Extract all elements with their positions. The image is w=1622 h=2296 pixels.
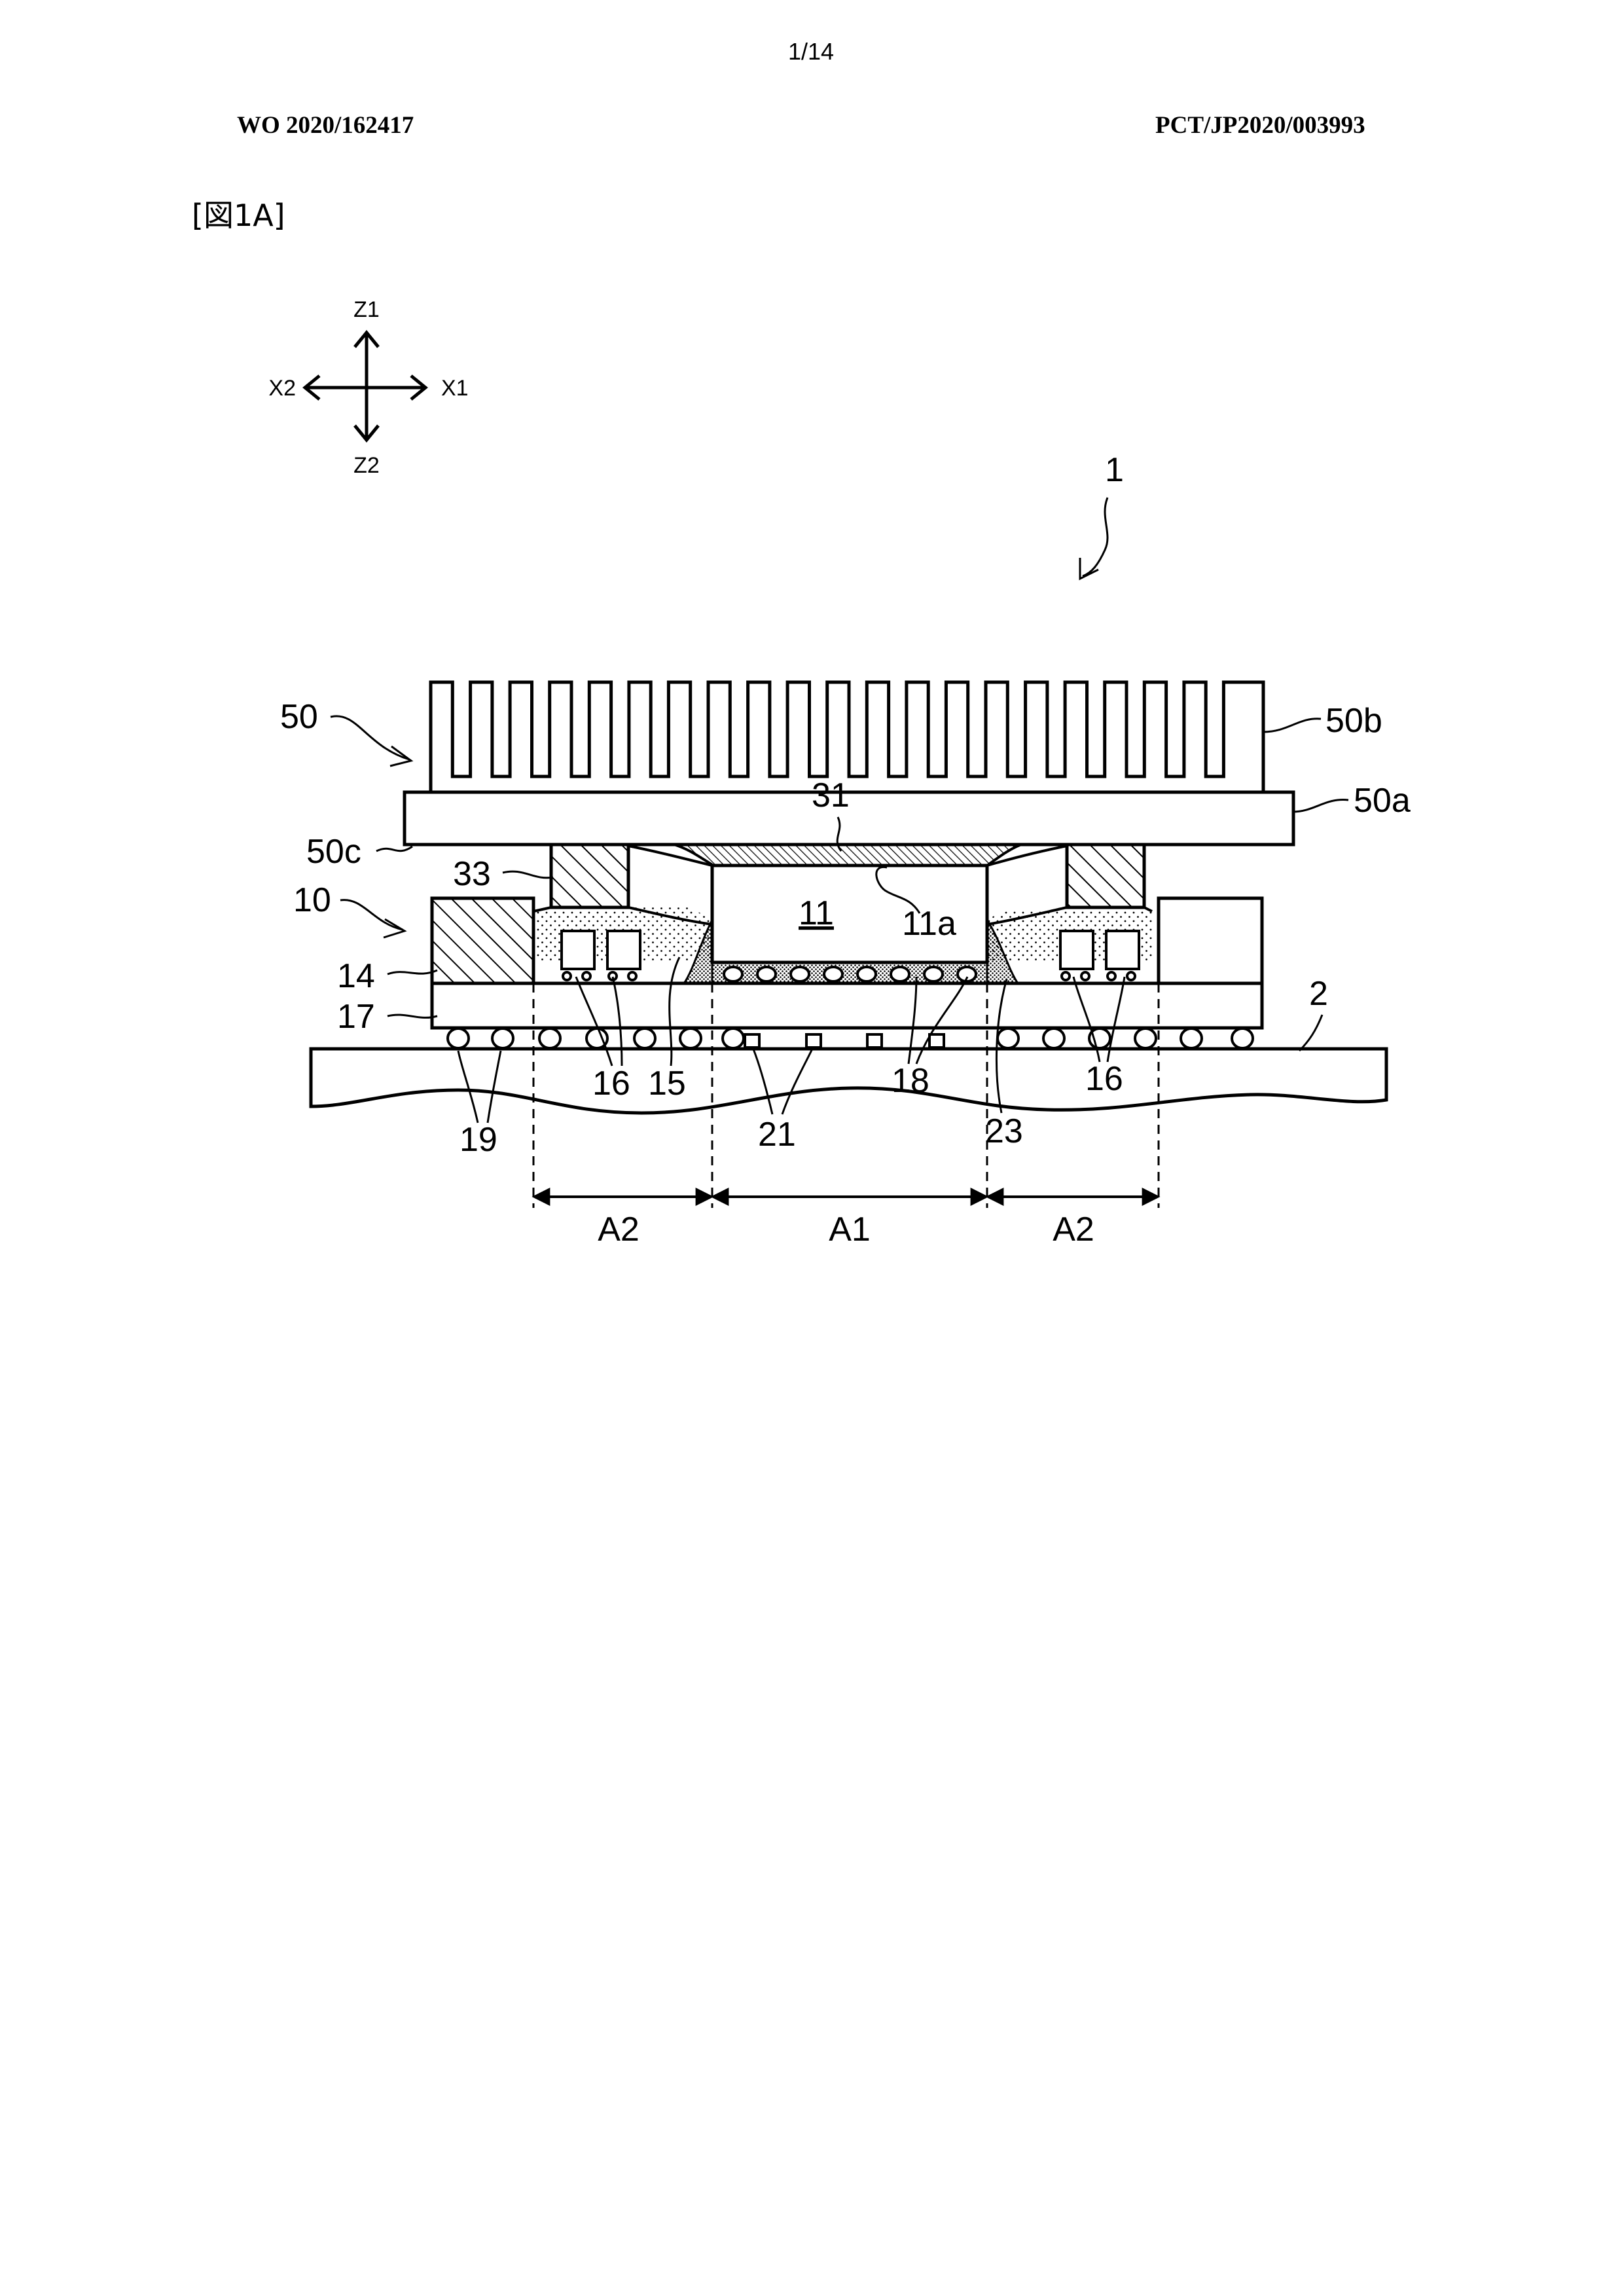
chip	[710, 864, 989, 964]
leader-package	[340, 899, 403, 931]
sealant-edge-right	[1144, 906, 1153, 913]
figure-label: [図1A]	[192, 198, 285, 233]
label-spacer: 33	[453, 855, 491, 893]
left-block	[430, 896, 535, 985]
board-ball	[538, 1027, 562, 1049]
publication-number: WO 2020/162417	[237, 112, 414, 139]
chip-bump	[856, 966, 877, 983]
chip-bump	[890, 966, 910, 983]
sealant-edge-left	[533, 906, 552, 913]
leader-spacer	[502, 870, 554, 879]
region-boundaries	[532, 983, 1160, 1208]
chip-bump	[756, 966, 777, 983]
chip-bump	[823, 966, 844, 983]
leader-left-block	[387, 969, 438, 975]
label-region-a2-left: A2	[598, 1211, 640, 1248]
label-tim: 31	[812, 776, 850, 814]
board-ball	[491, 1027, 514, 1049]
board-ball	[1231, 1027, 1254, 1049]
leader-board	[1298, 1014, 1324, 1052]
board-ball	[1180, 1027, 1203, 1049]
leader-components-left	[575, 976, 623, 1066]
label-substrate: 17	[337, 998, 375, 1036]
direction-indicator	[302, 330, 428, 443]
components-left	[560, 930, 641, 981]
label-chip: 11	[799, 894, 834, 932]
label-board: 2	[1309, 975, 1328, 1013]
mold-curve-right	[986, 845, 1068, 926]
label-chip-top: 11a	[902, 905, 956, 943]
board-ball	[446, 1027, 470, 1049]
leader-base-bottom	[376, 845, 413, 852]
board-balls	[446, 1027, 1254, 1049]
board-ball	[1134, 1027, 1157, 1049]
leader-components-right	[1072, 976, 1126, 1063]
label-base-bottom: 50c	[306, 833, 361, 871]
heat-sink-fins	[429, 680, 1265, 792]
leader-heat-sink	[330, 715, 410, 761]
label-components-right: 16	[1085, 1060, 1123, 1098]
label-device: 1	[1105, 451, 1124, 489]
mold-curve-left	[628, 845, 713, 926]
thermal-interface-material	[674, 843, 1022, 867]
board-ball	[679, 1027, 702, 1049]
board-pads	[744, 1033, 945, 1049]
label-region-a1: A1	[829, 1211, 871, 1248]
leader-underfill-region	[668, 957, 681, 1066]
board-ball	[996, 1027, 1020, 1049]
label-board-balls: 19	[460, 1121, 497, 1159]
label-underfill-region: 15	[648, 1065, 686, 1102]
label-left-block: 14	[337, 957, 375, 995]
leader-device	[1082, 497, 1109, 577]
application-number: PCT/JP2020/003993	[1155, 112, 1365, 139]
leader-base-plate	[1292, 799, 1349, 813]
label-package: 10	[293, 881, 331, 919]
chip-bump-layer	[712, 962, 987, 983]
label-base-plate: 50a	[1354, 782, 1411, 820]
spacer-left	[549, 843, 630, 909]
chip-bump	[923, 966, 944, 983]
label-heat-sink: 50	[280, 698, 318, 736]
leader-fins	[1263, 718, 1322, 733]
chip-bump	[956, 966, 977, 983]
axis-label-z2: Z2	[353, 453, 380, 478]
leader-tim	[836, 816, 842, 852]
axis-label-x2: X2	[268, 376, 296, 401]
chip-bump	[789, 966, 810, 983]
leader-board-balls	[457, 1050, 502, 1123]
leader-chip-bumps	[907, 976, 969, 1065]
label-fins: 50b	[1325, 702, 1382, 740]
leader-chip-top	[875, 866, 921, 914]
chip-bumps	[723, 966, 977, 983]
board-ball	[721, 1027, 745, 1049]
label-region-a2-right: A2	[1053, 1211, 1094, 1248]
leader-underfill	[995, 978, 1008, 1114]
page-number: 1/14	[787, 38, 835, 65]
leader-board-pads	[751, 1047, 814, 1115]
label-chip-bumps: 18	[892, 1062, 929, 1100]
axis-label-z1: Z1	[353, 297, 380, 322]
chip-bump	[723, 966, 744, 983]
right-block	[1157, 896, 1264, 985]
substrate	[430, 981, 1264, 1030]
board-ball	[1042, 1027, 1066, 1049]
axis-label-x1: X1	[441, 376, 469, 401]
board-ball	[633, 1027, 657, 1049]
label-underfill: 23	[985, 1112, 1023, 1150]
label-components-left: 16	[592, 1065, 630, 1102]
board	[309, 1047, 1388, 1115]
leader-substrate	[387, 1013, 438, 1019]
spacer-right	[1065, 843, 1146, 909]
label-board-pads: 21	[758, 1116, 796, 1154]
components-right	[1059, 930, 1140, 981]
